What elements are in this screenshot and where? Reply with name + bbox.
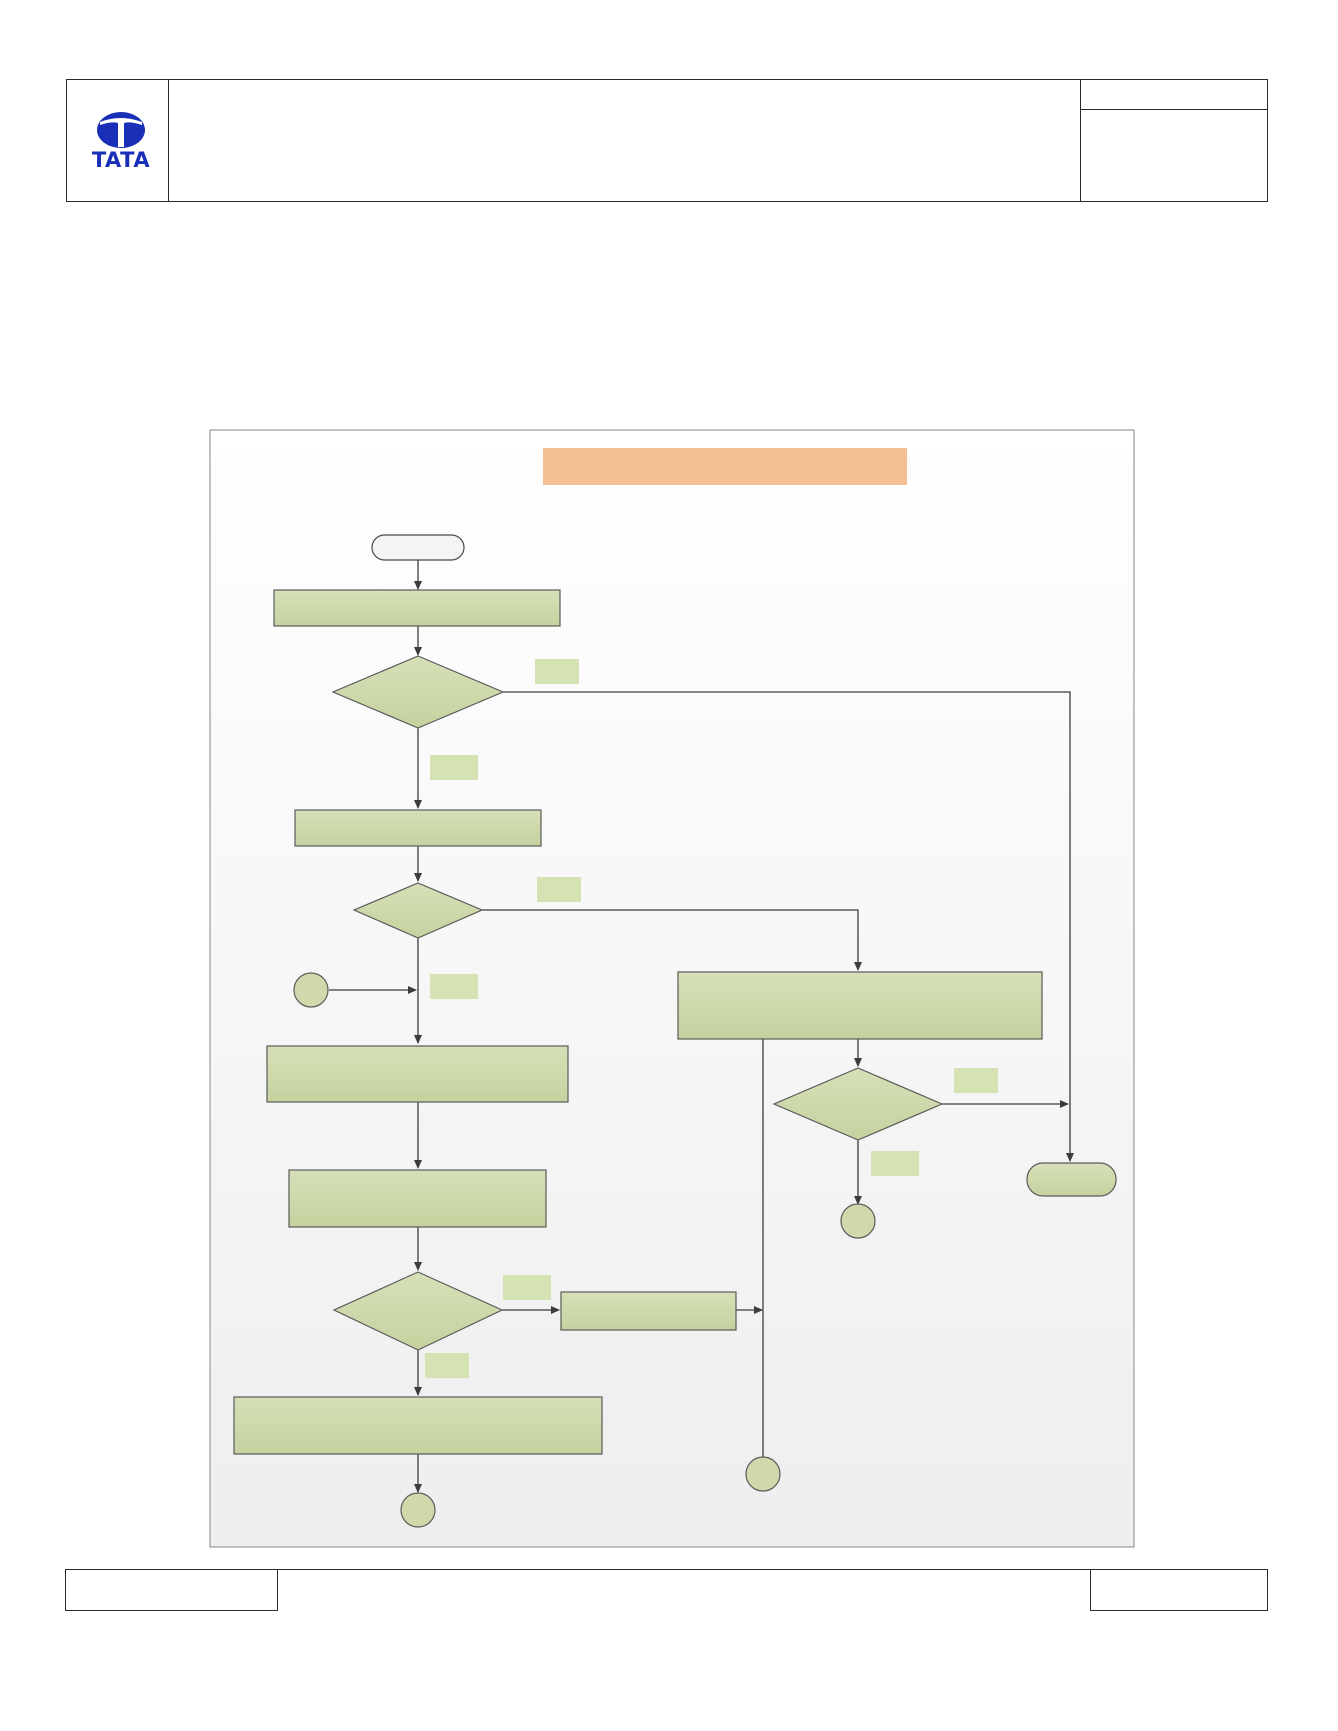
branch-label-d2-down: [430, 974, 478, 999]
process-box-1: [273, 589, 561, 627]
connector-circle-d: [745, 1456, 781, 1492]
header-divider-right: [1080, 79, 1082, 202]
process-box-4: [288, 1169, 547, 1228]
footer-divider-line: [278, 1569, 1090, 1571]
process-boxes: [233, 589, 1043, 1455]
header-divider-right-row: [1080, 109, 1268, 111]
process-box-3: [266, 1045, 569, 1103]
decision-diamond-4: [772, 1067, 944, 1141]
tata-logo: TATA: [86, 110, 156, 172]
decision-diamonds: [331, 655, 944, 1351]
logo-wordmark: TATA: [91, 148, 151, 172]
connector-circle-b: [840, 1203, 876, 1239]
branch-label-d1-right: [535, 659, 579, 684]
process-box-5: [233, 1396, 603, 1455]
branch-label-d2-right: [537, 877, 581, 902]
process-box-6: [677, 971, 1043, 1040]
process-box-7: [560, 1291, 737, 1331]
line-decision1-right-to-end: [503, 691, 1074, 1162]
header-divider-left: [168, 79, 170, 202]
flow-lines: [329, 560, 1074, 1493]
end-terminal: [1026, 1162, 1117, 1197]
circle-connectors: [293, 972, 876, 1528]
start-terminal: [371, 534, 465, 561]
branch-label-d4-right: [954, 1068, 998, 1093]
branch-label-d4-down: [871, 1151, 919, 1176]
branch-label-d3-down: [425, 1353, 469, 1378]
connector-circle-a: [293, 972, 329, 1008]
decision-diamond-3: [332, 1271, 504, 1351]
footer-left-box: [65, 1569, 278, 1611]
footer-right-box: [1090, 1569, 1268, 1611]
header-frame: [66, 79, 1268, 202]
branch-label-boxes: [425, 659, 998, 1378]
tata-logo-icon: [97, 112, 145, 148]
branch-label-d3-right: [503, 1275, 551, 1300]
decision-diamond-2: [352, 882, 484, 939]
diagram-title-bar: [543, 448, 907, 485]
process-box-2: [294, 809, 542, 847]
connector-circle-c: [400, 1492, 436, 1528]
decision-diamond-1: [331, 655, 505, 729]
branch-label-d1-down: [430, 755, 478, 780]
line-decision2-right-to-process6: [482, 909, 862, 971]
